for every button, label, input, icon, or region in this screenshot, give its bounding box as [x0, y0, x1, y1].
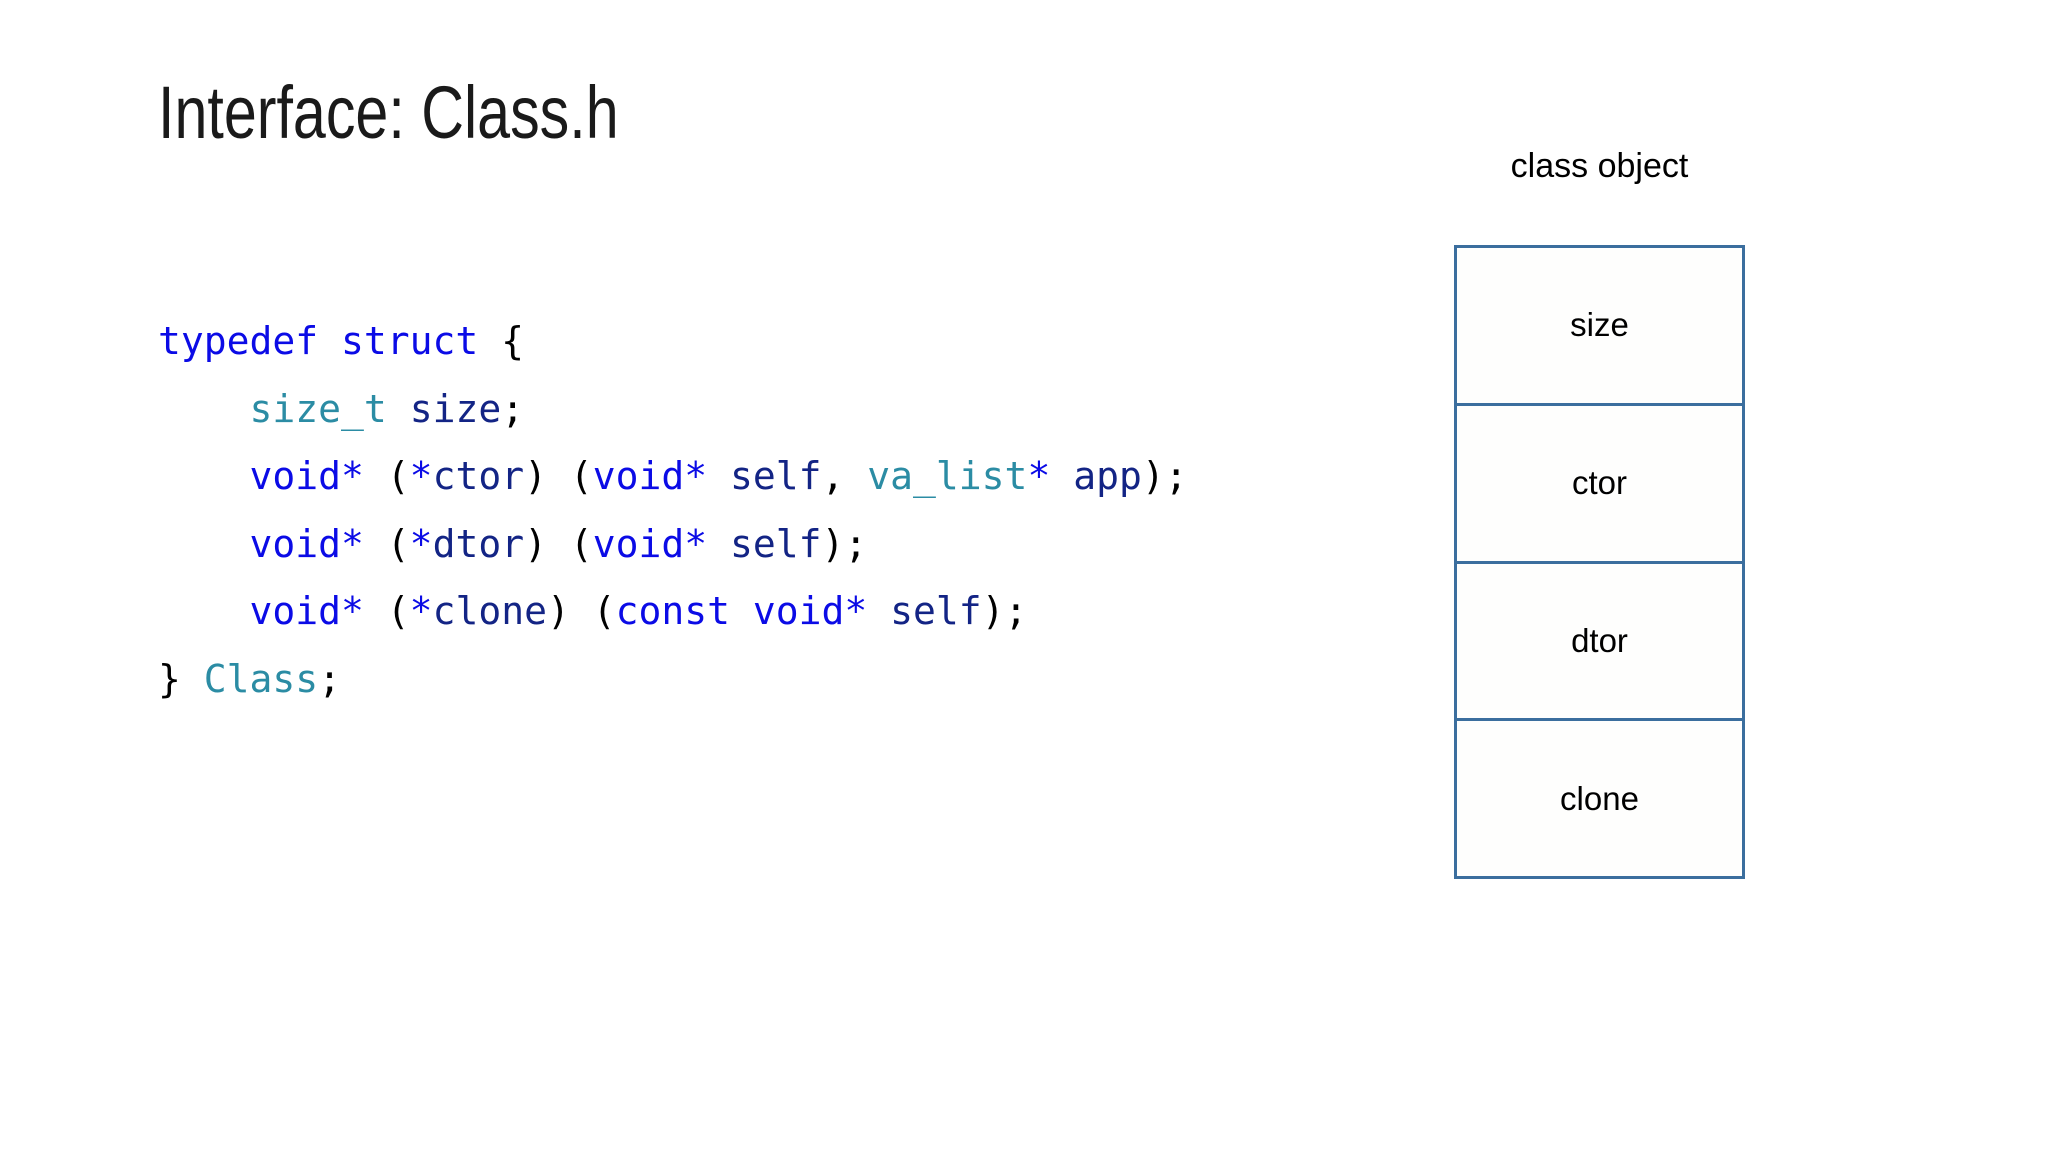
- code-token: ;: [318, 656, 342, 701]
- code-block: typedef struct { size_t size; void* (*ct…: [158, 308, 1188, 713]
- code-token: *: [409, 454, 433, 498]
- code-token: dtor: [432, 521, 525, 566]
- code-token: {: [478, 319, 525, 363]
- code-token: *: [409, 589, 433, 633]
- diagram-cell-label: dtor: [1571, 621, 1628, 659]
- diagram-cell-ctor: ctor: [1457, 402, 1742, 561]
- slide-title: Interface: Class.h: [158, 71, 619, 154]
- diagram-cell-label: ctor: [1571, 464, 1627, 502]
- code-token: [158, 387, 250, 431]
- code-token: [730, 589, 753, 633]
- code-token: );: [981, 589, 1028, 633]
- diagram-cell-size: size: [1457, 248, 1742, 403]
- code-token: va_list: [867, 454, 1028, 498]
- code-token: const: [615, 589, 730, 633]
- code-token: size: [409, 386, 502, 431]
- code-token: size_t: [249, 386, 387, 431]
- code-token: void*: [249, 454, 364, 498]
- code-token: ctor: [432, 454, 525, 498]
- code-token: [1050, 454, 1073, 498]
- code-token: self: [890, 589, 982, 633]
- code-token: Class: [203, 656, 319, 701]
- code-token: clone: [432, 589, 547, 633]
- code-token: [707, 454, 730, 498]
- code-token: void*: [592, 454, 708, 498]
- code-line-1: typedef struct {: [158, 308, 1188, 376]
- diagram-cell-dtor: dtor: [1457, 560, 1742, 719]
- code-token: ;: [501, 386, 525, 431]
- code-line-6: } Class;: [158, 646, 1188, 714]
- code-token: typedef struct: [158, 319, 479, 363]
- code-token: (: [363, 521, 410, 566]
- code-token: [158, 522, 250, 566]
- code-token: (: [363, 454, 410, 498]
- code-line-2: size_t size;: [158, 376, 1188, 444]
- code-token: ) (: [524, 454, 593, 498]
- code-token: [158, 589, 250, 633]
- code-line-4: void* (*dtor) (void* self);: [158, 511, 1188, 579]
- code-token: self: [730, 454, 822, 498]
- code-token: (: [363, 589, 410, 633]
- code-token: ) (: [546, 589, 616, 633]
- code-line-3: void* (*ctor) (void* self, va_list* app)…: [158, 443, 1188, 511]
- code-token: void*: [752, 589, 868, 633]
- code-token: ) (: [524, 521, 593, 566]
- code-token: void*: [249, 589, 364, 633]
- code-token: [158, 454, 250, 498]
- code-token: void*: [592, 521, 708, 566]
- code-token: self: [730, 521, 822, 566]
- class-object-label: class object: [1510, 147, 1689, 185]
- code-token: [707, 522, 730, 566]
- code-token: ,: [821, 454, 868, 498]
- diagram-cell-label: size: [1570, 306, 1629, 344]
- code-token: );: [821, 521, 868, 566]
- code-token: );: [1141, 454, 1188, 498]
- class-object-box: size ctor dtor clone: [1454, 245, 1745, 879]
- code-line-5: void* (*clone) (const void* self);: [158, 578, 1188, 646]
- code-token: }: [158, 656, 204, 701]
- code-token: void*: [249, 521, 364, 566]
- code-token: *: [1027, 454, 1051, 498]
- code-token: *: [409, 521, 433, 566]
- diagram-cell-label: clone: [1560, 779, 1639, 817]
- code-token: [867, 589, 890, 633]
- diagram-cell-clone: clone: [1457, 718, 1742, 876]
- code-token: app: [1073, 454, 1142, 498]
- code-token: [387, 387, 410, 431]
